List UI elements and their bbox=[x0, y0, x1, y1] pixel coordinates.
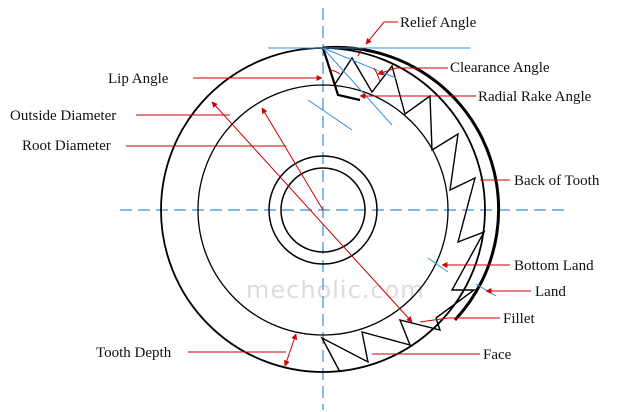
root-diameter-circle bbox=[197, 84, 449, 336]
dimension-lines bbox=[211, 47, 413, 367]
teeth-outer-edge bbox=[322, 45, 501, 322]
label-fillet: Fillet bbox=[503, 311, 536, 327]
labels: Relief Angle Clearance Angle Radial Rake… bbox=[10, 15, 600, 363]
teeth-profile-bottom bbox=[320, 317, 442, 373]
tooth-depth-dimension bbox=[283, 333, 298, 367]
tooth-first-face bbox=[321, 47, 361, 102]
outside-diameter-dimension bbox=[211, 101, 413, 323]
label-clearance-angle: Clearance Angle bbox=[450, 60, 550, 76]
leader-fillet bbox=[419, 317, 500, 323]
lip-angle-arc bbox=[329, 69, 341, 75]
watermark: mecholic.com bbox=[246, 276, 425, 304]
relief-angle-arc bbox=[357, 47, 363, 57]
leader-clearance-angle bbox=[377, 67, 448, 76]
label-back-of-tooth: Back of Tooth bbox=[514, 173, 600, 189]
rake-line bbox=[307, 99, 353, 131]
land-tick-1 bbox=[427, 257, 449, 273]
teeth-profile bbox=[322, 47, 486, 319]
root-diameter-dimension bbox=[261, 107, 324, 211]
label-tooth-depth: Tooth Depth bbox=[96, 345, 172, 361]
label-relief-angle: Relief Angle bbox=[400, 15, 477, 31]
leader-lines bbox=[126, 21, 531, 355]
label-land: Land bbox=[535, 284, 566, 300]
label-lip-angle: Lip Angle bbox=[108, 71, 169, 87]
angle-construction-lines bbox=[268, 47, 497, 297]
label-outside-diameter: Outside Diameter bbox=[10, 108, 116, 124]
label-bottom-land: Bottom Land bbox=[514, 258, 594, 274]
label-face: Face bbox=[483, 347, 512, 363]
leader-relief-angle bbox=[365, 21, 398, 45]
label-radial-rake-angle: Radial Rake Angle bbox=[478, 89, 592, 105]
label-root-diameter: Root Diameter bbox=[22, 138, 111, 154]
